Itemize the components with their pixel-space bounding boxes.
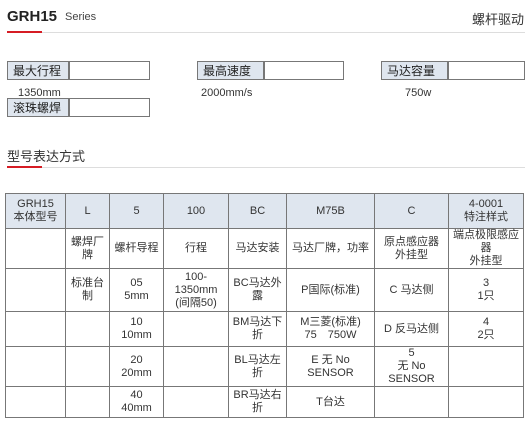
desc-cell: 原点感应器 外挂型	[374, 228, 449, 269]
desc-cell: 行程	[163, 228, 229, 269]
blank-cell	[163, 311, 229, 347]
product-model: GRH15	[7, 8, 58, 25]
max-speed-label: 最高速度	[197, 61, 264, 80]
table-row: 40 40mm BR马达右 折 T台达	[5, 386, 524, 418]
table-row: 10 10mm BM马达下 折 M三菱(标准) 75 750W D 反马达侧 4…	[5, 311, 524, 347]
blank-cell	[5, 346, 66, 387]
table-cell: 20 20mm	[109, 346, 164, 387]
header-cell: 100	[163, 193, 229, 229]
table-cell: BC马达外 露	[228, 268, 287, 312]
blank-cell	[5, 228, 66, 269]
table-cell: E 无 No SENSOR	[286, 346, 375, 387]
section-title: 型号表达方式	[7, 149, 86, 164]
motor-capacity-label: 马达容量	[381, 61, 448, 80]
table-cell: M三菱(标准) 75 750W	[286, 311, 375, 347]
section-accent-bar	[7, 166, 42, 168]
table-row: 标准台 制 05 5mm 100- 1350mm (间隔50) BC马达外 露 …	[5, 268, 524, 312]
table-cell: 5 无 No SENSOR	[374, 346, 449, 387]
drive-type: 螺杆驱动	[471, 12, 524, 27]
table-cell: D 反马达侧	[374, 311, 449, 347]
blank-cell	[163, 346, 229, 387]
header-cell: GRH15 本体型号	[5, 193, 66, 229]
desc-cell: 螺焊厂 牌	[65, 228, 110, 269]
table-cell: 40 40mm	[109, 386, 164, 418]
table-cell: T台达	[286, 386, 375, 418]
table-cell: 05 5mm	[109, 268, 164, 312]
table-cell: 100- 1350mm (间隔50)	[163, 268, 229, 312]
blank-cell	[65, 311, 110, 347]
screw-box	[69, 98, 150, 117]
header-cell: M75B	[286, 193, 375, 229]
header-cell: BC	[228, 193, 287, 229]
table-cell: 10 10mm	[109, 311, 164, 347]
table-cell: BR马达右 折	[228, 386, 287, 418]
blank-cell	[5, 268, 66, 312]
title-divider	[42, 32, 525, 33]
blank-cell	[65, 386, 110, 418]
blank-cell	[448, 346, 524, 387]
desc-cell: 马达厂牌，功率	[286, 228, 375, 269]
max-speed-value: 2000mm/s	[201, 87, 253, 99]
blank-cell	[65, 346, 110, 387]
title-accent-bar	[7, 31, 42, 33]
header-cell: C	[374, 193, 449, 229]
model-code-table: GRH15 本体型号 L 5 100 BC M75B C 4-0001 特注样式…	[5, 193, 524, 418]
header-cell: L	[65, 193, 110, 229]
table-cell: 4 2只	[448, 311, 524, 347]
table-row: 20 20mm BL马达左 折 E 无 No SENSOR 5 无 No SEN…	[5, 346, 524, 387]
desc-cell: 端点极限感应器 外挂型	[448, 228, 524, 269]
desc-cell: 螺杆导程	[109, 228, 164, 269]
table-cell: P国际(标准)	[286, 268, 375, 312]
motor-capacity-value: 750w	[405, 87, 432, 99]
desc-cell: 马达安装	[228, 228, 287, 269]
max-travel-box	[69, 61, 150, 80]
header-cell: 5	[109, 193, 164, 229]
table-header-row: GRH15 本体型号 L 5 100 BC M75B C 4-0001 特注样式	[5, 193, 524, 229]
series-label: Series	[65, 11, 97, 23]
blank-cell	[5, 386, 66, 418]
table-cell: 3 1只	[448, 268, 524, 312]
table-desc-row: 螺焊厂 牌 螺杆导程 行程 马达安装 马达厂牌，功率 原点感应器 外挂型 端点极…	[5, 228, 524, 269]
table-cell: BM马达下 折	[228, 311, 287, 347]
table-cell: 标准台 制	[65, 268, 110, 312]
table-cell: C 马达侧	[374, 268, 449, 312]
table-cell: BL马达左 折	[228, 346, 287, 387]
blank-cell	[448, 386, 524, 418]
blank-cell	[374, 386, 449, 418]
max-travel-label: 最大行程	[7, 61, 69, 80]
header-cell: 4-0001 特注样式	[448, 193, 524, 229]
motor-capacity-box	[448, 61, 525, 80]
section-divider	[42, 167, 525, 168]
screw-label: 滚珠螺焊	[7, 98, 69, 117]
blank-cell	[5, 311, 66, 347]
max-speed-box	[264, 61, 344, 80]
max-travel-value: 1350mm	[18, 87, 61, 99]
blank-cell	[163, 386, 229, 418]
